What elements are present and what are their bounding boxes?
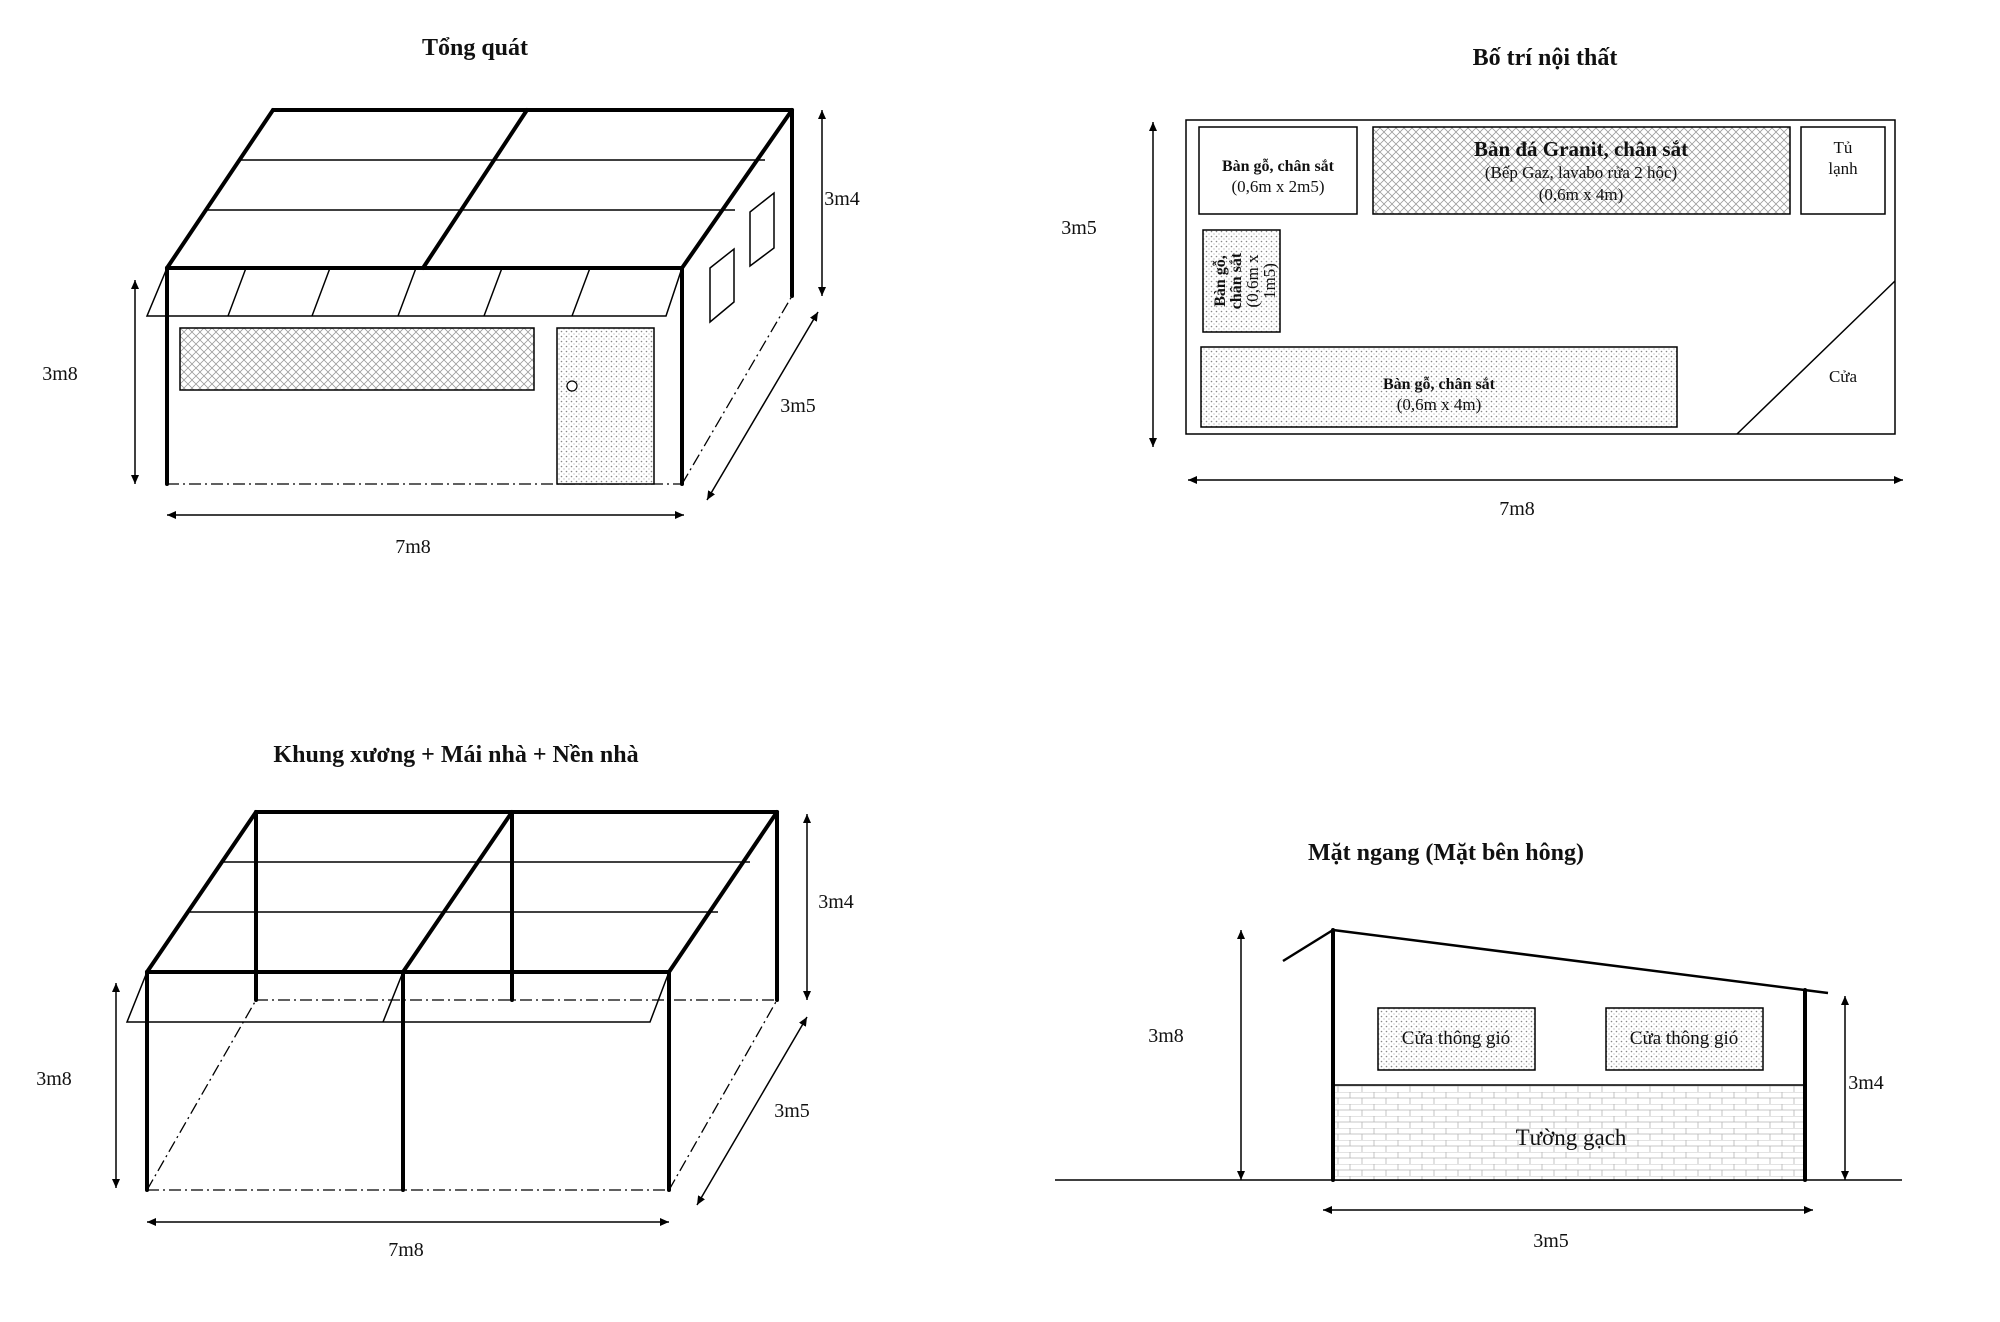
side-height-left-label: 3m8	[1148, 1025, 1184, 1047]
side-width-label: 3m5	[1533, 1230, 1569, 1252]
vent-right	[1605, 1007, 1764, 1071]
interior-title: Bố trí nội thất	[1473, 45, 1618, 71]
wood-table-vertical	[1202, 229, 1281, 333]
overview-height-left-label: 3m8	[42, 363, 78, 385]
wood-table-small-size: (0,6m x 2m5)	[1231, 177, 1324, 196]
overview-title: Tổng quát	[422, 35, 528, 61]
overview-side-window-1	[709, 247, 735, 324]
overview-front-window	[179, 327, 535, 391]
frame-panel: Khung xương + Mái nhà + Nền nhà 3m8 3m4 …	[36, 742, 854, 1261]
door-swing-line	[1736, 280, 1896, 435]
side-height-right-label: 3m4	[1848, 1072, 1884, 1094]
fridge-label-line2: lạnh	[1828, 159, 1858, 178]
brick-wall	[1332, 1084, 1806, 1181]
wood-table-vertical-line2: chân sắt	[1228, 252, 1245, 309]
wood-table-small	[1198, 126, 1358, 215]
overview-panel: Tổng quát	[42, 35, 860, 558]
overview-height-right-label: 3m4	[824, 188, 860, 210]
overview-side-window-2	[749, 191, 775, 268]
door-label: Cửa	[1829, 367, 1858, 386]
granite-table-size: (0,6m x 4m)	[1539, 185, 1624, 204]
side-title: Mặt ngang (Mặt bên hông)	[1308, 840, 1584, 866]
overview-roof	[145, 108, 794, 317]
vent-left	[1377, 1007, 1536, 1071]
wood-table-small-name: Bàn gỗ, chân sắt	[1222, 158, 1335, 175]
side-panel: Mặt ngang (Mặt bên hông) Tường gạch Cửa …	[1055, 840, 1902, 1252]
frame-depth-label: 3m5	[774, 1100, 810, 1122]
vent-left-label: Cửa thông gió	[1402, 1028, 1510, 1049]
interior-width-label: 7m8	[1499, 498, 1535, 520]
fridge	[1800, 126, 1886, 215]
overview-door	[556, 327, 655, 485]
wood-table-vertical-line3: (0,6m x	[1243, 254, 1262, 307]
fridge-label-line1: Tủ	[1834, 138, 1853, 157]
frame-height-right-label: 3m4	[818, 891, 854, 913]
interior-height-label: 3m5	[1061, 217, 1097, 239]
frame-title: Khung xương + Mái nhà + Nền nhà	[273, 742, 638, 768]
overview-width-label: 7m8	[395, 536, 431, 558]
frame-width-label: 7m8	[388, 1239, 424, 1261]
overview-depth-label: 3m5	[780, 395, 816, 417]
vent-right-label: Cửa thông gió	[1630, 1028, 1738, 1049]
frame-height-left-label: 3m8	[36, 1068, 72, 1090]
wood-table-vertical-line1: Bàn gỗ,	[1212, 255, 1229, 307]
interior-panel: Bố trí nội thất Bàn gỗ, chân sắt (0,6m x…	[1061, 45, 1903, 520]
brick-wall-label: Tường gạch	[1516, 1125, 1627, 1150]
side-roof	[1332, 928, 1829, 995]
granite-table	[1372, 126, 1791, 215]
granite-table-name: Bàn đá Granit, chân sắt	[1474, 137, 1688, 161]
wood-table-long	[1200, 346, 1678, 428]
wood-table-vertical-line4: 1m5)	[1260, 263, 1279, 299]
wood-table-long-size: (0,6m x 4m)	[1397, 395, 1482, 414]
door-knob-icon	[566, 380, 578, 392]
granite-table-desc: (Bếp Gaz, lavabo rửa 2 hộc)	[1485, 163, 1677, 182]
wood-table-long-name: Bàn gỗ, chân sắt	[1383, 376, 1496, 393]
